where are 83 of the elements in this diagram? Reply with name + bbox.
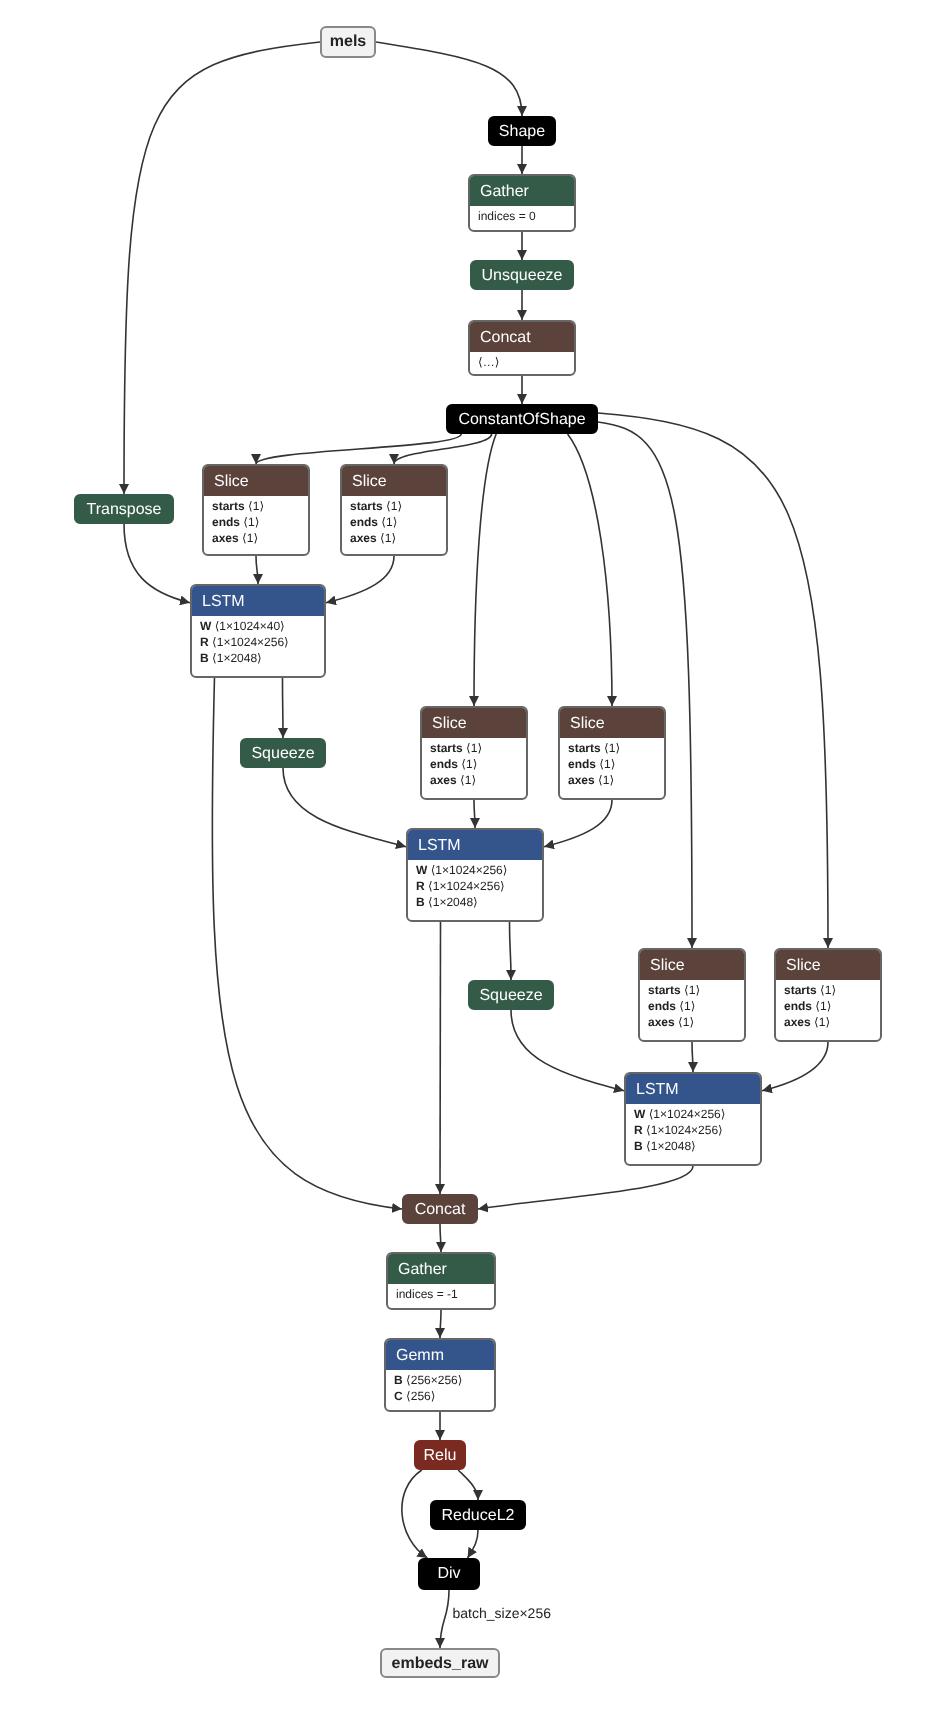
arrow <box>375 41 527 117</box>
operator-card <box>420 706 528 800</box>
arrow <box>255 433 462 465</box>
operator-node <box>240 738 326 768</box>
operator-card <box>638 948 746 1042</box>
operator-node <box>468 980 554 1010</box>
node-header: Slice <box>204 466 308 496</box>
arrow <box>597 421 697 949</box>
node-label: embeds_raw <box>391 1655 489 1671</box>
node-label: mels <box>329 34 367 50</box>
arrow <box>435 921 445 1195</box>
operator-card <box>190 584 326 678</box>
node-header: Slice <box>422 708 526 738</box>
arrow <box>469 799 480 829</box>
arrow <box>477 1165 694 1213</box>
operator-node <box>380 1648 500 1678</box>
node-label: Div <box>437 1566 461 1582</box>
operator-node <box>74 494 174 524</box>
arrow <box>393 433 493 465</box>
operator-node <box>320 26 376 58</box>
arrow <box>278 677 288 739</box>
arrow <box>252 555 263 585</box>
operator-card <box>202 464 310 556</box>
node-label: ConstantOfShape <box>458 411 586 427</box>
node-label: Shape <box>498 123 546 139</box>
arrow <box>457 1469 483 1501</box>
operator-card <box>340 464 448 556</box>
arrow <box>123 523 191 605</box>
arrow <box>469 433 497 707</box>
arrow <box>517 289 527 321</box>
operator-node <box>414 1440 466 1470</box>
node-header: LSTM <box>192 586 324 616</box>
arrow <box>401 1469 429 1559</box>
operator-node <box>470 260 574 290</box>
operator-card <box>774 948 882 1042</box>
operator-node <box>488 116 556 146</box>
operator-card <box>406 828 544 922</box>
arrow <box>119 41 321 495</box>
arrow <box>435 1411 445 1441</box>
operator-node <box>418 1558 480 1590</box>
arrow <box>282 767 407 850</box>
arrow <box>325 555 395 606</box>
node-header: Gather <box>470 176 574 206</box>
arrow <box>543 799 613 850</box>
arrow <box>566 433 617 707</box>
node-header: Slice <box>776 950 880 980</box>
arrow <box>435 1589 450 1649</box>
arrow <box>211 677 403 1213</box>
operator-node <box>430 1500 526 1530</box>
arrow <box>761 1041 829 1094</box>
node-header: Slice <box>560 708 664 738</box>
node-header: Slice <box>342 466 446 496</box>
operator-card <box>384 1338 496 1412</box>
operator-card <box>558 706 666 800</box>
node-label: Relu <box>423 1447 457 1463</box>
node-header: Slice <box>640 950 744 980</box>
arrow <box>687 1041 698 1073</box>
node-label: Transpose <box>86 501 162 517</box>
arrow <box>466 1529 479 1559</box>
arrow <box>510 1009 625 1094</box>
node-header: LSTM <box>626 1074 760 1104</box>
arrow <box>517 375 527 405</box>
operator-card <box>468 174 576 232</box>
arrow <box>505 921 516 981</box>
operator-card <box>386 1252 496 1310</box>
node-label: Squeeze <box>251 745 315 761</box>
arrow <box>435 1309 446 1339</box>
arrow <box>517 231 527 261</box>
node-header: Gemm <box>386 1340 494 1370</box>
node-label: Concat <box>414 1201 466 1217</box>
node-label: ReduceL2 <box>441 1507 515 1523</box>
operator-node <box>446 404 598 434</box>
node-header: Gather <box>388 1254 494 1284</box>
arrow <box>597 412 833 949</box>
operator-card <box>468 320 576 376</box>
node-label: Squeeze <box>479 987 543 1003</box>
node-header: Concat <box>470 322 574 352</box>
node-header: LSTM <box>408 830 542 860</box>
node-label: Unsqueeze <box>481 267 563 283</box>
arrow <box>435 1223 446 1253</box>
operator-node <box>402 1194 478 1224</box>
operator-card <box>624 1072 762 1166</box>
arrow <box>517 145 527 175</box>
